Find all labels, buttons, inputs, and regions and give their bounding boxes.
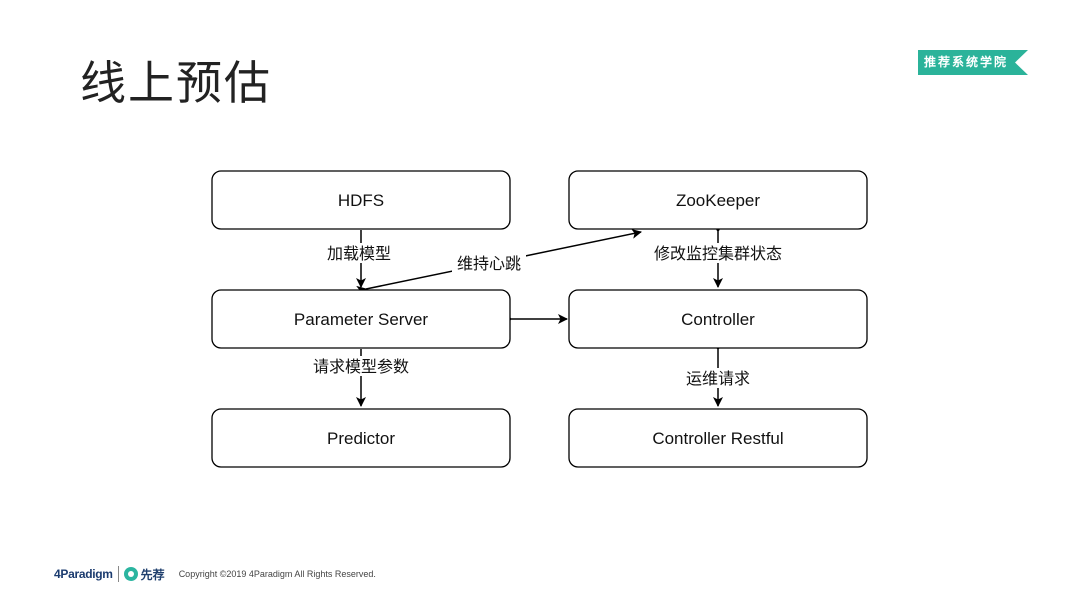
copyright-text: Copyright ©2019 4Paradigm All Rights Res… [178, 569, 376, 579]
brand-badge: 推荐系统学院 [918, 50, 1028, 75]
slide-title: 线上预估 [80, 56, 272, 110]
svg-text:ZooKeeper: ZooKeeper [676, 191, 760, 210]
svg-text:HDFS: HDFS [338, 191, 384, 210]
edge-label-ops-request: 运维请求 [679, 368, 757, 388]
edge-label-request-params: 请求模型参数 [305, 356, 417, 376]
svg-text:Parameter Server: Parameter Server [294, 310, 428, 329]
node-hdfs: HDFS [211, 170, 511, 230]
footer: 4Paradigm 先荐 Copyright ©2019 4Paradigm A… [54, 562, 376, 586]
svg-text:Controller: Controller [681, 310, 755, 329]
logo-divider [117, 566, 119, 582]
node-zookeeper: ZooKeeper [568, 170, 868, 230]
edge-label-load-model: 加载模型 [321, 243, 397, 263]
node-parameter-server: Parameter Server [211, 289, 511, 349]
svg-text:Predictor: Predictor [327, 429, 395, 448]
svg-text:修改监控集群状态: 修改监控集群状态 [654, 244, 782, 263]
logo-4paradigm: 4Paradigm [54, 567, 113, 581]
badge-label: 推荐系统学院 [923, 55, 1008, 69]
svg-text:维持心跳: 维持心跳 [457, 254, 521, 273]
badge-ribbon-shape [918, 50, 1028, 75]
edge-label-heartbeat: 维持心跳 [452, 253, 526, 273]
svg-text:运维请求: 运维请求 [686, 369, 750, 388]
node-controller-restful: Controller Restful [568, 408, 868, 468]
svg-text:Controller Restful: Controller Restful [652, 429, 783, 448]
logo-xianjian: 先荐 [123, 566, 165, 583]
edge-label-modify-monitor: 修改监控集群状态 [644, 243, 792, 263]
svg-text:请求模型参数: 请求模型参数 [313, 357, 409, 376]
logo-xianjian-text: 先荐 [140, 567, 165, 582]
svg-text:加载模型: 加载模型 [327, 244, 391, 263]
node-controller: Controller [568, 289, 868, 349]
xianjian-logo-icon [123, 567, 138, 581]
node-predictor: Predictor [211, 408, 511, 468]
